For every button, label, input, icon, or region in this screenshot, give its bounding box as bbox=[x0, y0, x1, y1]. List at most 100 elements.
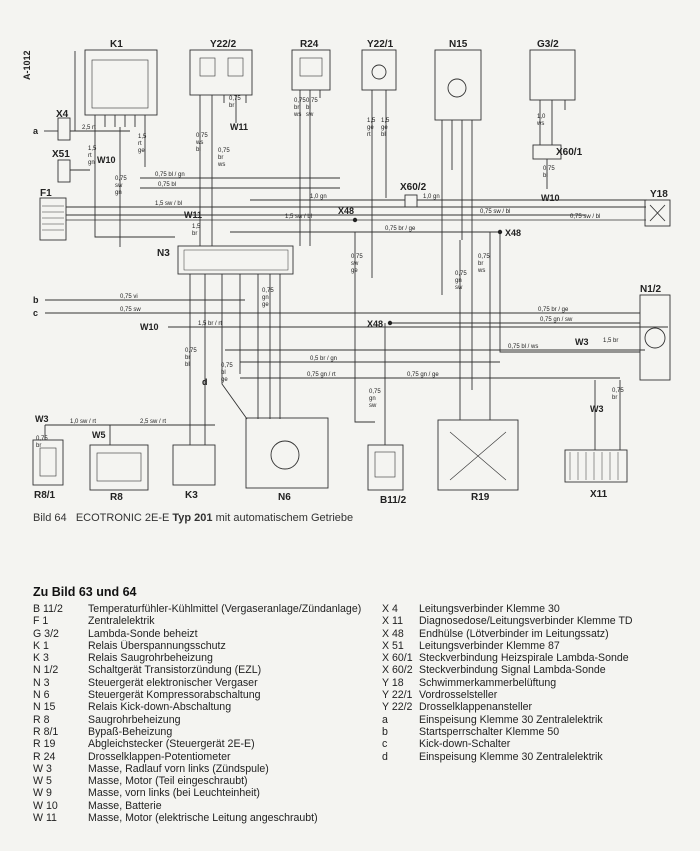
node-x48-a: X48 bbox=[338, 206, 354, 216]
wire-label-10: 0,75 vi bbox=[120, 294, 138, 300]
box-y22-2 bbox=[189, 49, 253, 96]
legend-description: Masse, Motor (Teil eingeschraubt) bbox=[88, 775, 248, 788]
wire-label-6: 0,75 sw / bl bbox=[480, 209, 510, 215]
legend-code: N 15 bbox=[33, 701, 56, 714]
node-w10-a: W10 bbox=[97, 155, 116, 165]
box-r8-1 bbox=[32, 439, 64, 486]
legend-code: Y 22/1 bbox=[382, 689, 413, 702]
legend-description: Vordrosselsteller bbox=[419, 689, 498, 702]
legend-code: Y 18 bbox=[382, 676, 404, 689]
legend-description: Masse, Batterie bbox=[88, 799, 162, 812]
legend-code: W 3 bbox=[33, 762, 52, 775]
label-x60-2: X60/2 bbox=[400, 182, 427, 193]
label-n3: N3 bbox=[157, 248, 170, 259]
legend-code: B 11/2 bbox=[33, 603, 63, 615]
node-c: c bbox=[33, 308, 38, 318]
label-r19: R19 bbox=[471, 492, 490, 503]
legend-item: X 51 Leitungsverbinder Klemme 87 bbox=[382, 640, 692, 652]
box-x4 bbox=[57, 117, 71, 141]
box-x51 bbox=[57, 159, 71, 183]
box-n3 bbox=[177, 245, 294, 275]
legend-description: Leitungsverbinder Klemme 30 bbox=[419, 603, 560, 615]
legend-item: b Startsperrschalter Klemme 50 bbox=[382, 726, 692, 738]
node-w5: W5 bbox=[92, 430, 106, 440]
wire-label-22: 1,5 br bbox=[603, 338, 618, 344]
legend-description: Lambda-Sonde beheizt bbox=[88, 627, 198, 640]
box-f1 bbox=[39, 197, 67, 241]
legend-code: R 19 bbox=[33, 738, 56, 751]
wire-label-7: 1,5 sw / bl bbox=[285, 214, 312, 220]
label-r8-1: R8/1 bbox=[34, 490, 56, 501]
box-b11-2 bbox=[367, 444, 404, 491]
caption-type: Typ 201 bbox=[172, 512, 213, 524]
figure-caption: Bild 64 ECOTRONIC 2E-E Typ 201 mit autom… bbox=[33, 512, 353, 524]
legend-description: Startsperrschalter Klemme 50 bbox=[419, 725, 560, 738]
label-r24: R24 bbox=[300, 39, 319, 50]
legend-item: Y 22/1 Vordrosselsteller bbox=[382, 689, 692, 701]
wire-label-12: 1,5 br / rt bbox=[198, 321, 222, 327]
label-f1: F1 bbox=[40, 188, 52, 199]
node-w11-a: W11 bbox=[230, 122, 248, 132]
label-x4: X4 bbox=[56, 109, 69, 120]
box-x60-2 bbox=[404, 194, 418, 208]
legend-code: Y 22/2 bbox=[382, 701, 413, 714]
legend-description: Steuergerät Kompressorabschaltung bbox=[88, 689, 261, 702]
legend-description: Einspeisung Klemme 30 Zentralelektrik bbox=[419, 750, 603, 763]
label-g3-2: G3/2 bbox=[537, 39, 559, 50]
legend-item: W 5 Masse, Motor (Teil eingeschraubt) bbox=[33, 775, 378, 787]
legend-description: Saugrohrbeheizung bbox=[88, 713, 181, 726]
label-n6: N6 bbox=[278, 492, 291, 503]
legend-code: b bbox=[382, 725, 388, 738]
legend-description: Einspeisung Klemme 30 Zentralelektrik bbox=[419, 713, 603, 726]
legend-description: Masse, vorn links (bei Leuchteinheit) bbox=[88, 787, 260, 800]
node-a: a bbox=[33, 126, 39, 136]
box-r8 bbox=[89, 444, 149, 491]
legend-description: Relais Saugrohrbeheizung bbox=[88, 652, 213, 665]
box-y18 bbox=[644, 199, 671, 227]
box-n6 bbox=[245, 417, 329, 489]
label-k1: K1 bbox=[110, 39, 123, 50]
node-x48-b: X48 bbox=[505, 228, 521, 238]
label-y22-2: Y22/2 bbox=[210, 39, 237, 50]
label-n1-2: N1/2 bbox=[640, 284, 662, 295]
legend-code: W 5 bbox=[33, 775, 52, 788]
wire-label-4: 1,0 gn bbox=[310, 194, 327, 200]
legend-description: Leitungsverbinder Klemme 87 bbox=[419, 639, 560, 652]
wiring-diagram: K1 Y22/2 R24 Y22/1 N15 G3/2 X4 X51 F1 N3… bbox=[22, 39, 671, 506]
wire-label-3: 1,5 sw / bl bbox=[155, 201, 182, 207]
box-k3 bbox=[172, 444, 216, 486]
box-n1-2 bbox=[639, 294, 671, 381]
legend-description: Masse, Motor (elektrische Leitung angesc… bbox=[88, 812, 318, 825]
box-r24 bbox=[291, 49, 331, 91]
legend-description: Steckverbindung Signal Lambda-Sonde bbox=[419, 664, 606, 677]
legend-description: Bypaß-Beheizung bbox=[88, 725, 173, 738]
wire-label-21: 2,5 rt bbox=[82, 125, 96, 131]
label-x60-1: X60/1 bbox=[556, 147, 583, 158]
legend-code: X 51 bbox=[382, 639, 404, 652]
caption-prefix: Bild 64 bbox=[33, 512, 67, 524]
legend-code: c bbox=[382, 738, 388, 751]
